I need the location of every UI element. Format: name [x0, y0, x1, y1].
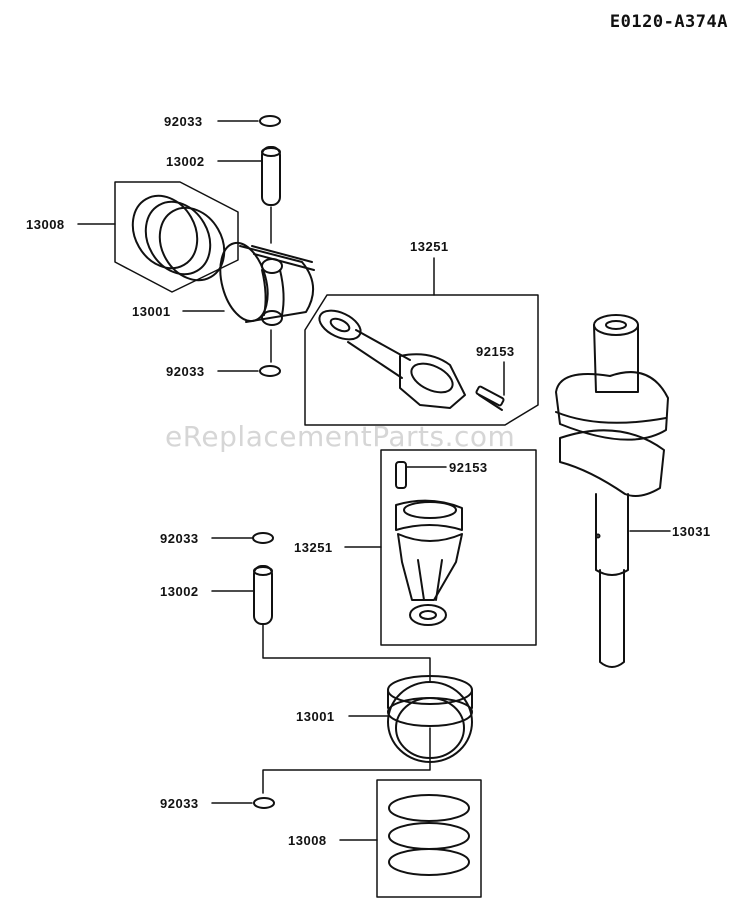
ref-label-piston-rings: 13008	[26, 217, 65, 232]
ref-label-piston-pin: 13002	[160, 584, 199, 599]
ref-label-rod-bolt: 92153	[449, 460, 488, 475]
ref-label-piston-rings: 13008	[288, 833, 327, 848]
ref-label-snap-ring: 92033	[164, 114, 203, 129]
ref-label-piston: 13001	[296, 709, 335, 724]
connecting-rod-upper	[304, 257, 539, 426]
connecting-rod-lower	[344, 449, 537, 646]
piston-ring-set-upper	[77, 181, 239, 293]
ref-label-crankshaft: 13031	[672, 524, 711, 539]
ref-label-piston-pin: 13002	[166, 154, 205, 169]
ref-label-snap-ring: 92033	[160, 531, 199, 546]
ref-label-snap-ring: 92033	[160, 796, 199, 811]
piston-upper	[182, 241, 315, 363]
ref-label-connecting-rod: 13251	[410, 239, 449, 254]
piston-pin-upper	[217, 146, 281, 244]
ref-label-connecting-rod: 13251	[294, 540, 333, 555]
snap-ring-top-upper	[217, 115, 281, 127]
piston-ring-set-lower	[339, 779, 482, 898]
snap-ring-bottom-lower	[211, 797, 275, 809]
snap-ring-bottom-upper	[217, 365, 281, 377]
diagram-code: E0120-A374A	[609, 12, 728, 32]
crankshaft	[555, 314, 671, 668]
ref-label-snap-ring: 92033	[166, 364, 205, 379]
ref-label-piston: 13001	[132, 304, 171, 319]
piston-pin-lower	[211, 565, 431, 683]
snap-ring-top-lower	[211, 532, 274, 544]
ref-label-rod-bolt: 92153	[476, 344, 515, 359]
piston-lower	[262, 675, 473, 794]
